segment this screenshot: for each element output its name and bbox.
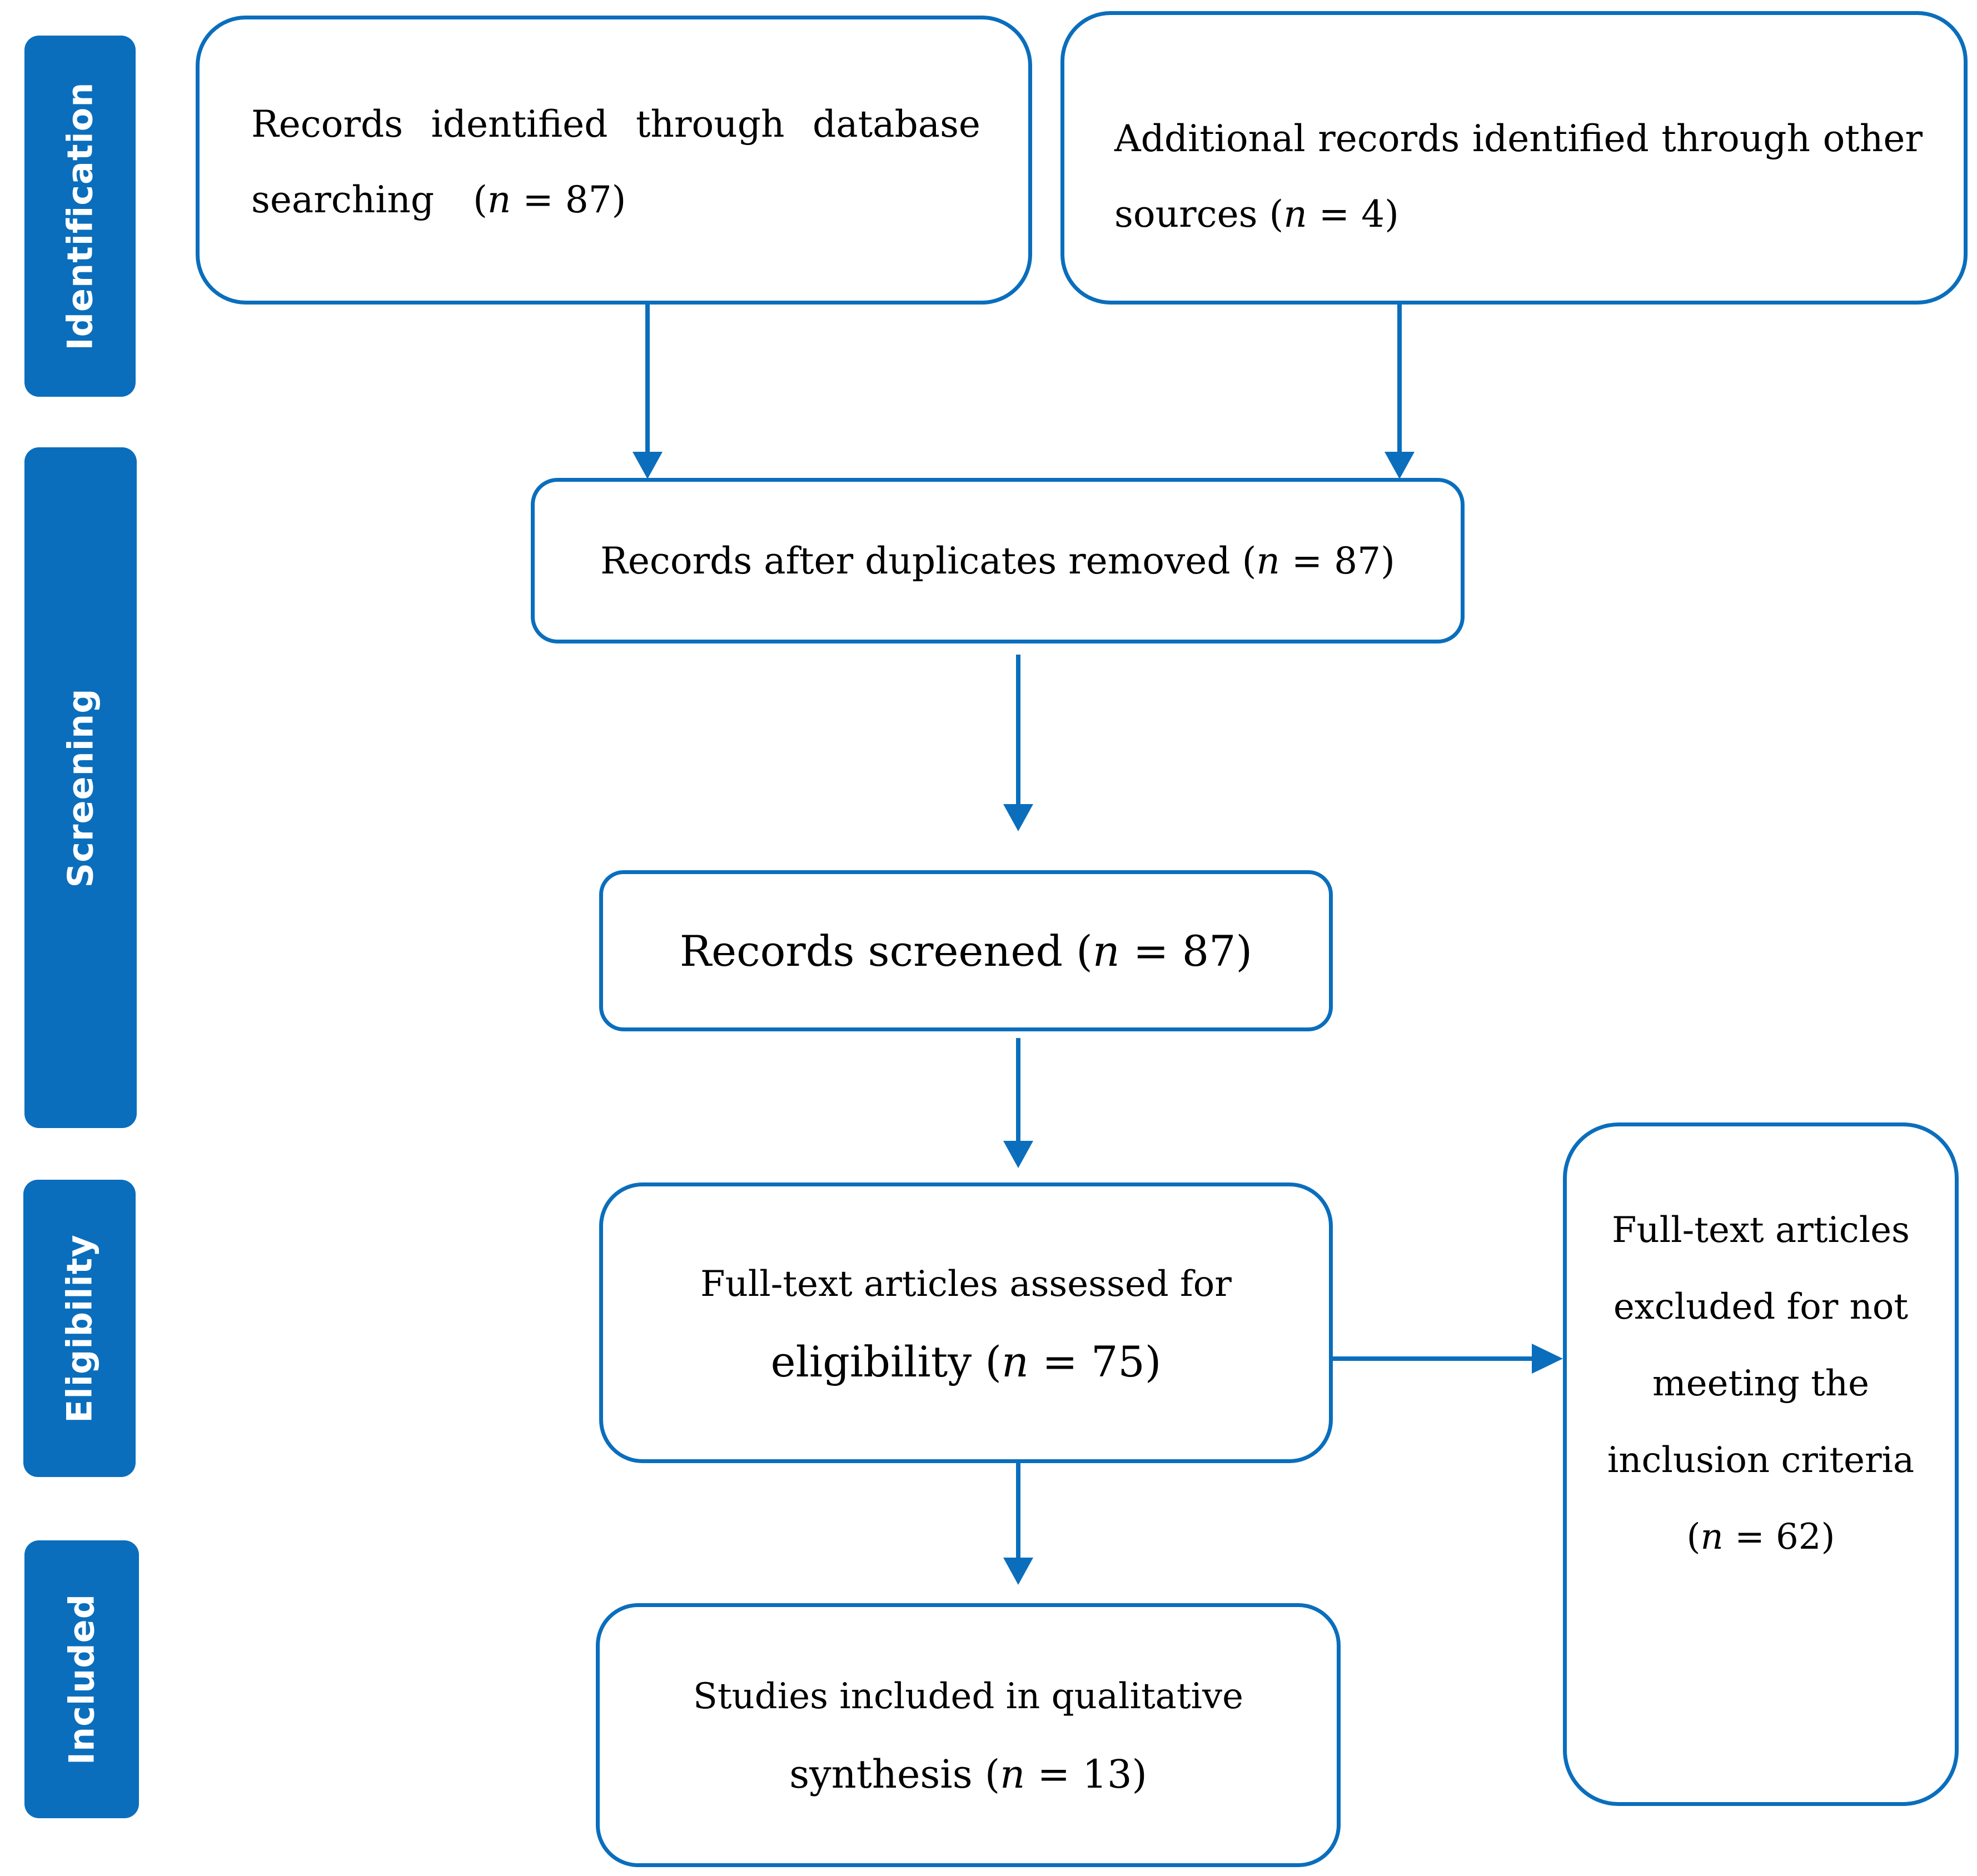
n-symbol: n (1000, 1751, 1025, 1797)
stage-tab-included: Included (24, 1540, 139, 1818)
word: Records (251, 103, 404, 146)
word: database (813, 103, 980, 146)
excluded-line: Full-text articles (1612, 1210, 1910, 1251)
included-synthesis-line1: Studies included in qualitative (693, 1675, 1244, 1717)
word: identified (431, 103, 608, 146)
n-symbol: n (1283, 193, 1307, 236)
other-sources-line1: Additional records identified through ot… (1114, 101, 1923, 177)
word: Additional (1114, 117, 1306, 160)
database-search-box: Records identified through database sear… (196, 16, 1032, 305)
word: identified (1472, 117, 1649, 160)
word: records (1318, 117, 1460, 160)
excluded-line: meeting the (1652, 1363, 1869, 1404)
arrow-head-down (1003, 1558, 1033, 1585)
other-sources-box: Additional records identified through ot… (1060, 11, 1968, 305)
word: through (635, 103, 785, 146)
database-search-count: (n = 87) (473, 178, 626, 221)
arrow-head-down (1003, 804, 1033, 831)
excluded-line: inclusion criteria (1607, 1440, 1915, 1481)
included-synthesis-line2: synthesis (n = 13) (789, 1751, 1147, 1797)
screened-box: Records screened (n = 87) (599, 870, 1333, 1031)
word: other (1822, 117, 1923, 160)
other-sources-line2: sources (n = 4) (1114, 193, 1399, 236)
screened-text: Records screened (n = 87) (679, 926, 1253, 976)
stage-tab-screening: Screening (24, 447, 137, 1128)
full-text-assessed-box: Full-text articles assessed for eligibil… (599, 1183, 1333, 1463)
arrow-head-down (1385, 452, 1415, 479)
n-symbol: n (487, 178, 511, 221)
arrow-head-down (633, 452, 663, 479)
stage-tab-identification: Identification (24, 36, 136, 397)
duplicates-removed-box: Records after duplicates removed (n = 87… (531, 478, 1465, 643)
database-search-line1: Records identified through database (251, 87, 980, 162)
stage-tab-eligibility: Eligibility (23, 1180, 136, 1477)
n-symbol: n (1700, 1516, 1724, 1558)
database-search-line2: searching(n = 87) (251, 178, 626, 221)
n-symbol: n (1256, 539, 1280, 582)
excluded-line: excluded for not (1613, 1286, 1909, 1328)
full-text-assessed-line2: eligibility (n = 75) (770, 1336, 1162, 1386)
n-symbol: n (1092, 926, 1120, 976)
excluded-count: (n = 62) (1686, 1516, 1835, 1558)
arrow-head-down (1003, 1141, 1033, 1168)
word: through (1661, 117, 1810, 160)
arrow-head-right (1532, 1344, 1563, 1374)
duplicates-removed-text: Records after duplicates removed (n = 87… (600, 539, 1395, 582)
n-symbol: n (1002, 1336, 1029, 1386)
included-synthesis-box: Studies included in qualitative synthesi… (596, 1603, 1341, 1867)
full-text-assessed-line1: Full-text articles assessed for (700, 1263, 1232, 1305)
excluded-box: Full-text articles excluded for not meet… (1563, 1122, 1959, 1806)
